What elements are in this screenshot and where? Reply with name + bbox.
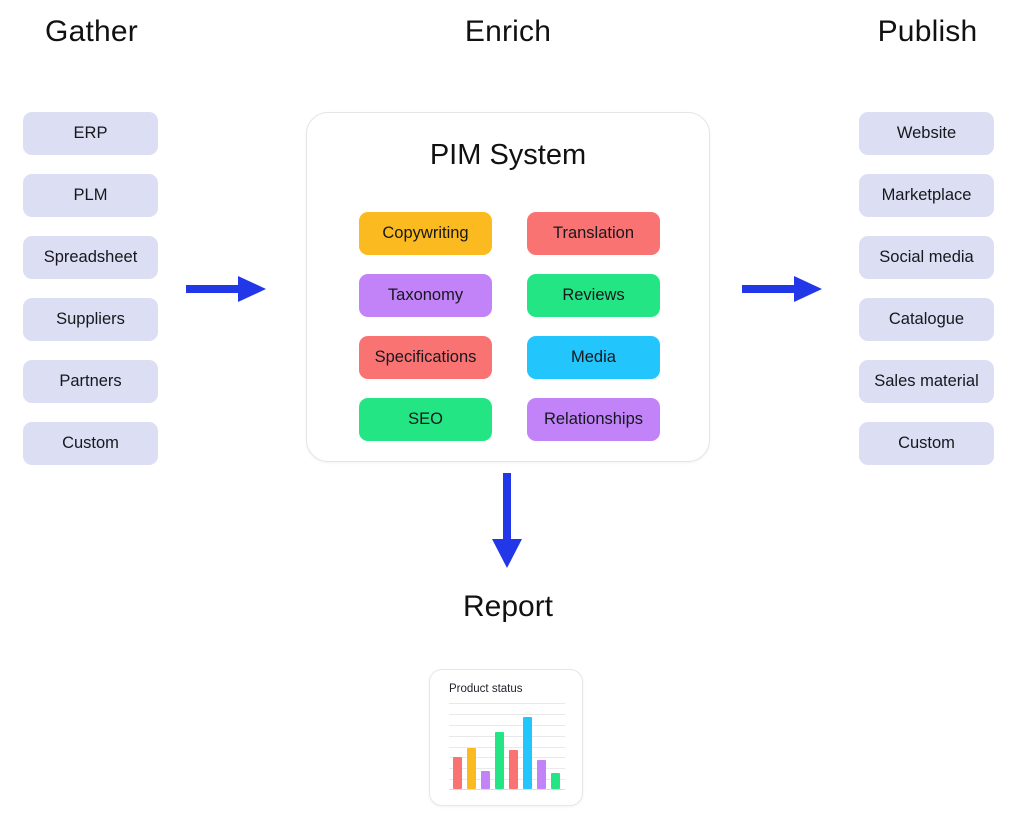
channel-chip-custom[interactable]: Custom: [859, 422, 994, 465]
pim-system-title: PIM System: [429, 139, 587, 171]
chart-bar: [523, 716, 532, 789]
channel-chip-website[interactable]: Website: [859, 112, 994, 155]
chart-bars: [453, 711, 563, 789]
chart-bar: [495, 732, 504, 789]
capability-chip-relationships[interactable]: Relationships: [527, 398, 660, 441]
capability-chip-media[interactable]: Media: [527, 336, 660, 379]
chart-bar: [481, 771, 490, 789]
channel-chip-social-media[interactable]: Social media: [859, 236, 994, 279]
arrow-down-icon-enrich-to-report: [487, 473, 527, 573]
chart-gridline: [449, 779, 565, 781]
pim-capability-grid: Copywriting Translation Taxonomy Reviews…: [359, 212, 661, 441]
source-chip-partners[interactable]: Partners: [23, 360, 158, 403]
chart-gridline: [449, 746, 565, 748]
source-chip-spreadsheet[interactable]: Spreadsheet: [23, 236, 158, 279]
chart-gridline: [449, 735, 565, 737]
chart-gridline: [449, 768, 565, 770]
chart-bar: [467, 747, 476, 789]
chart-bar: [537, 759, 546, 789]
report-card[interactable]: Product status: [429, 669, 583, 806]
channel-chip-marketplace[interactable]: Marketplace: [859, 174, 994, 217]
capability-chip-copywriting[interactable]: Copywriting: [359, 212, 492, 255]
arrow-right-icon-gather-to-enrich: [186, 272, 266, 311]
chart-axis-line: [449, 788, 565, 790]
chart-gridline: [449, 703, 565, 704]
chart-bar: [453, 757, 462, 789]
chart-gridline: [449, 757, 565, 759]
chart-bar: [551, 772, 560, 789]
channel-chip-sales-material[interactable]: Sales material: [859, 360, 994, 403]
capability-chip-reviews[interactable]: Reviews: [527, 274, 660, 317]
publish-channel-list: Website Marketplace Social media Catalog…: [859, 112, 994, 465]
capability-chip-taxonomy[interactable]: Taxonomy: [359, 274, 492, 317]
column-title-enrich: Enrich: [464, 15, 552, 48]
arrow-right-icon-enrich-to-publish: [742, 272, 822, 311]
column-title-publish: Publish: [877, 15, 978, 48]
report-card-label: Product status: [449, 683, 523, 695]
source-chip-plm[interactable]: PLM: [23, 174, 158, 217]
column-title-gather: Gather: [45, 15, 138, 48]
product-status-bar-chart: [449, 703, 565, 790]
chart-bar: [509, 749, 518, 789]
report-title: Report: [462, 590, 554, 623]
gather-source-list: ERP PLM Spreadsheet Suppliers Partners C…: [23, 112, 158, 465]
capability-chip-translation[interactable]: Translation: [527, 212, 660, 255]
pim-system-panel: PIM System Copywriting Translation Taxon…: [306, 112, 710, 462]
capability-chip-seo[interactable]: SEO: [359, 398, 492, 441]
chart-gridline: [449, 724, 565, 726]
source-chip-suppliers[interactable]: Suppliers: [23, 298, 158, 341]
source-chip-erp[interactable]: ERP: [23, 112, 158, 155]
chart-gridline: [449, 713, 565, 715]
channel-chip-catalogue[interactable]: Catalogue: [859, 298, 994, 341]
capability-chip-specifications[interactable]: Specifications: [359, 336, 492, 379]
source-chip-custom[interactable]: Custom: [23, 422, 158, 465]
